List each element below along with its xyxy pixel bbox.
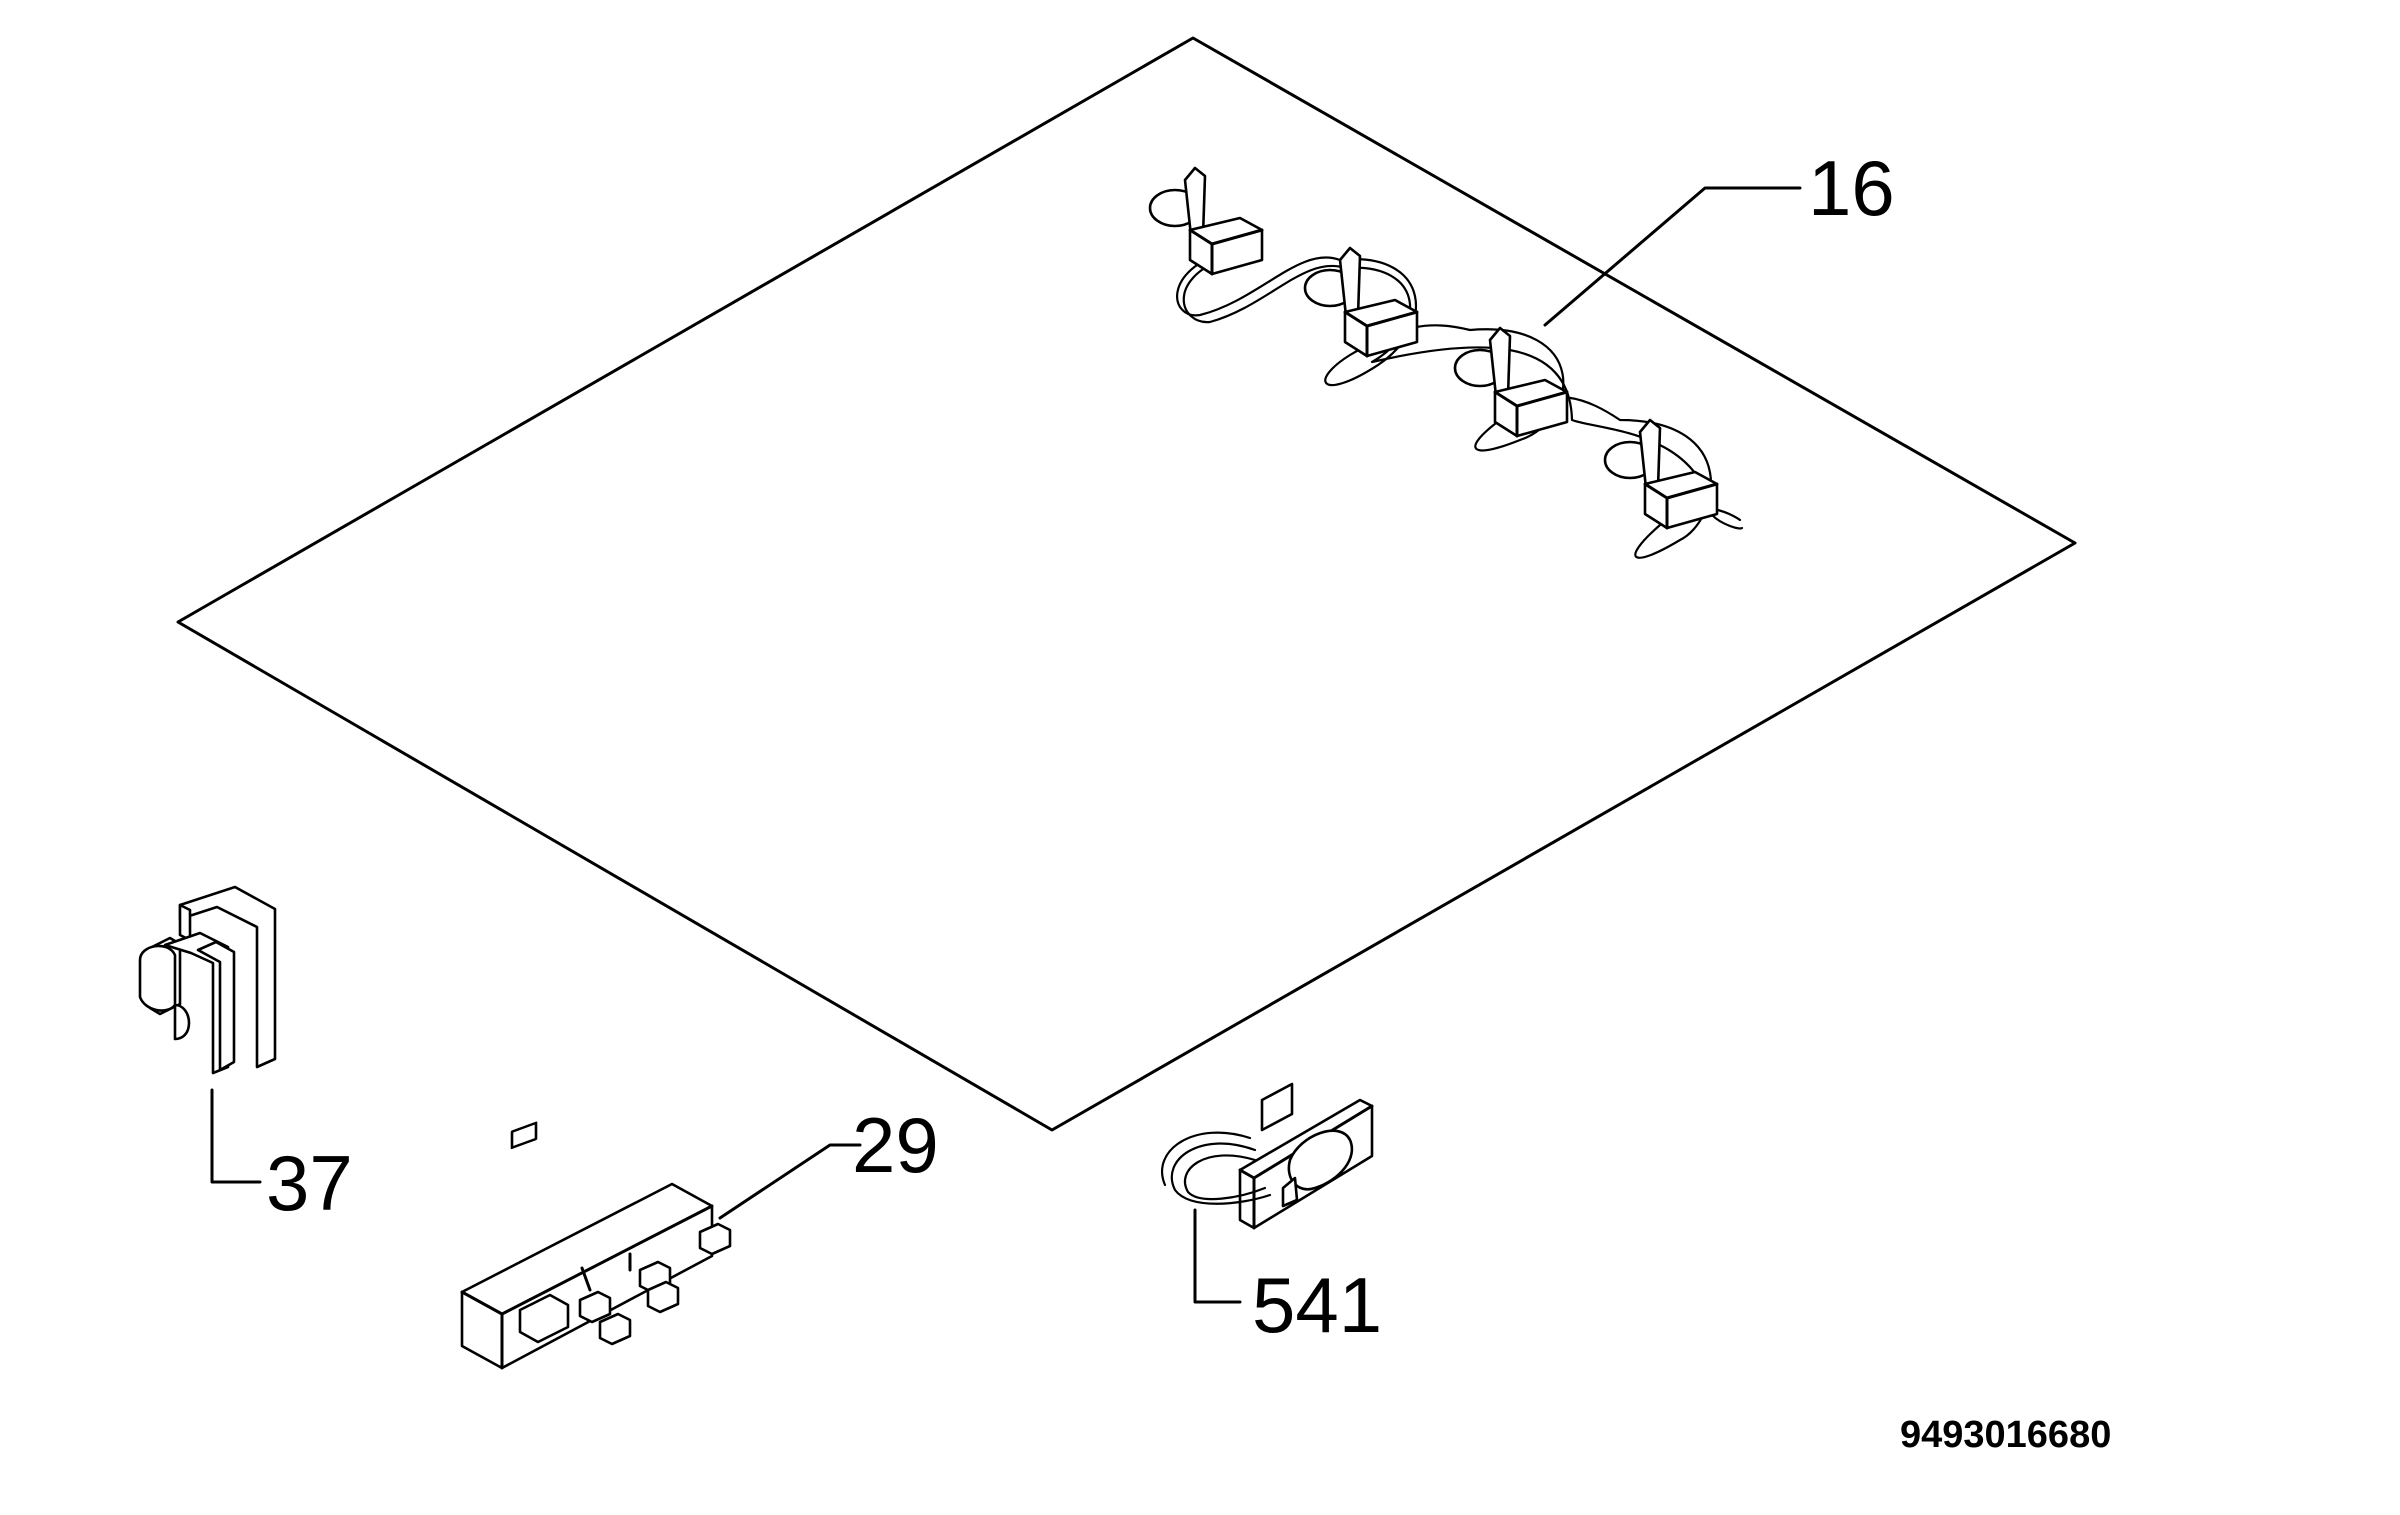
callout-label-37[interactable]: 37 bbox=[266, 1139, 353, 1227]
callout-leader-541 bbox=[1193, 1208, 1242, 1304]
callout-leader-29 bbox=[718, 1143, 862, 1220]
thermocouple-unit bbox=[1453, 326, 1569, 438]
callout-leader-16 bbox=[1543, 186, 1802, 327]
part-spark-generator[interactable] bbox=[460, 1121, 862, 1370]
callout-label-29[interactable]: 29 bbox=[852, 1101, 939, 1189]
callout-label-541[interactable]: 541 bbox=[1252, 1261, 1382, 1349]
part-sensor-clip[interactable] bbox=[1161, 1082, 1374, 1304]
callout-leader-37 bbox=[210, 1088, 262, 1184]
thermocouple-wire-inner bbox=[1182, 256, 1744, 530]
thermocouple-wire bbox=[1176, 248, 1742, 559]
thermocouple-unit bbox=[1603, 418, 1719, 530]
thermocouple-unit bbox=[1303, 246, 1419, 358]
hob-plate-outline bbox=[176, 36, 2077, 1132]
callout-label-16[interactable]: 16 bbox=[1808, 144, 1895, 232]
part-burner-thermocouples[interactable] bbox=[1148, 166, 1802, 559]
part-ignition-switch[interactable] bbox=[138, 885, 277, 1184]
document-number: 9493016680 bbox=[1900, 1414, 2111, 1456]
thermocouple-unit bbox=[1148, 166, 1264, 276]
